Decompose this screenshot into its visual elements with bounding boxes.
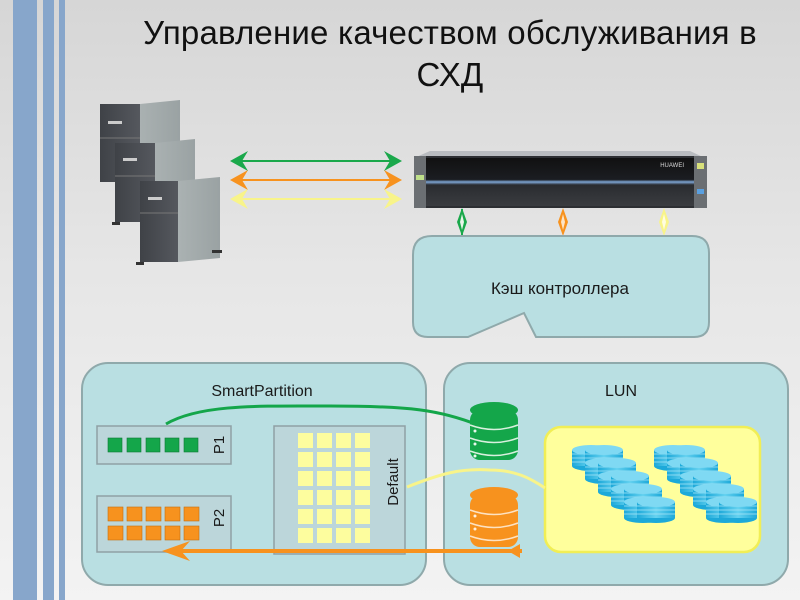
cache-block-p2: [107, 506, 124, 522]
cache-block-default: [336, 433, 351, 448]
cache-block-default: [317, 471, 332, 486]
decor-stripe-1: [13, 0, 37, 600]
disk-pool: [543, 425, 762, 554]
partition-p2: P2: [96, 495, 232, 553]
cache-block-default: [336, 452, 351, 467]
partition-default: Default: [273, 425, 406, 555]
cache-block-default: [355, 528, 370, 543]
cache-block-default: [355, 490, 370, 505]
partition-default-label: Default: [385, 457, 402, 505]
cache-block-p2: [126, 506, 143, 522]
flow-line-yellow: [406, 468, 546, 490]
storage-brand-logo: HUAWEI: [660, 163, 684, 169]
slide-title-line-1: Управление качеством обслуживания в: [143, 14, 757, 51]
storage-array: HUAWEI: [414, 151, 707, 208]
server-tower-icon: [136, 177, 222, 265]
lun-label: LUN: [605, 383, 637, 400]
cache-block-p2: [164, 525, 181, 541]
cache-block-p2: [164, 506, 181, 522]
slide-title-line-2: СХД: [416, 56, 484, 93]
cache-block-p1: [145, 437, 161, 453]
cache-block-p2: [126, 525, 143, 541]
decor-stripe-3: [59, 0, 65, 600]
database-icon-green: [469, 402, 519, 460]
slide-title: Управление качеством обслуживания в СХД: [100, 12, 800, 96]
smartpartition-panel: SmartPartition P1 P2 Default: [81, 362, 427, 586]
partition-p1: P1: [96, 425, 232, 465]
host-links: [230, 151, 402, 209]
cache-block-default: [317, 452, 332, 467]
cache-block-p2: [145, 525, 162, 541]
cache-link-yellow: [659, 208, 669, 236]
cache-block-default: [298, 509, 313, 524]
cache-block-default: [317, 509, 332, 524]
cache-block-p2: [183, 525, 200, 541]
partition-p1-label: P1: [211, 436, 228, 454]
cache-block-default: [336, 471, 351, 486]
cache-block-default: [298, 528, 313, 543]
cache-block-default: [298, 490, 313, 505]
cache-block-p1: [107, 437, 123, 453]
cache-block-default: [355, 509, 370, 524]
cache-block-p2: [183, 506, 200, 522]
cache-links: [457, 208, 669, 236]
cache-block-p1: [164, 437, 180, 453]
flow-line-orange: [162, 541, 522, 561]
cache-link-orange: [558, 208, 568, 236]
controller-cache: Кэш контроллера: [412, 235, 710, 338]
flow-line-green: [165, 404, 479, 427]
cache-block-default: [298, 471, 313, 486]
smartpartition-label: SmartPartition: [211, 383, 312, 400]
cache-block-default: [355, 471, 370, 486]
cache-block-default: [336, 509, 351, 524]
disk-stack-icon: [706, 497, 757, 523]
database-icon-orange: [469, 487, 519, 547]
partition-p2-label: P2: [211, 509, 228, 527]
cache-block-p2: [145, 506, 162, 522]
cache-block-p2: [107, 525, 124, 541]
host-servers: [100, 100, 222, 265]
cache-block-default: [355, 433, 370, 448]
cache-block-default: [298, 452, 313, 467]
decor-stripe-2: [43, 0, 54, 600]
cache-block-default: [298, 433, 313, 448]
cache-block-p1: [183, 437, 199, 453]
lun-panel: LUN: [443, 362, 789, 586]
cache-block-default: [317, 528, 332, 543]
cache-block-p1: [126, 437, 142, 453]
cache-block-default: [336, 490, 351, 505]
cache-block-default: [355, 452, 370, 467]
controller-cache-label: Кэш контроллера: [491, 279, 629, 298]
disk-stack-icon: [624, 497, 675, 523]
cache-link-green: [457, 208, 467, 236]
cache-block-default: [317, 433, 332, 448]
cache-block-default: [317, 490, 332, 505]
cache-block-default: [336, 528, 351, 543]
